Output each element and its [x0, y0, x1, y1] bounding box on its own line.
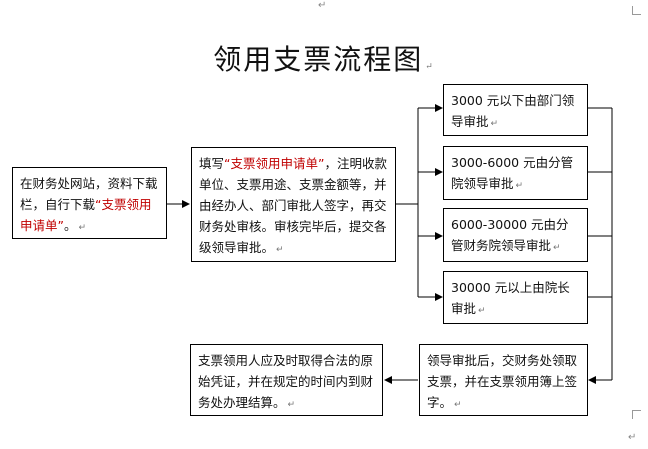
- step-collect-cheque: 领导审批后，交财务处领取支票，并在支票领用簿上签字。↵: [419, 344, 588, 416]
- step-download-form: 在财务处网站，资料下载栏，自行下载“支票领用申请单”。↵: [12, 167, 167, 239]
- approval-level-4: 30000 元以上由院长审批↵: [443, 271, 588, 324]
- paragraph-mark-bottom: ↵: [628, 432, 637, 443]
- approval-level-2: 3000-6000 元由分管院领导审批↵: [443, 146, 588, 200]
- approval-level-3: 6000-30000 元由分管财务院领导审批↵: [443, 208, 588, 262]
- crop-mark-bottom-right: [632, 410, 641, 419]
- approval-level-1: 3000 元以下由部门领导审批↵: [443, 84, 588, 136]
- step-fill-application: 填写“支票领用申请单”，注明收款单位、支票用途、支票金额等，并由经办人、部门审批…: [191, 147, 396, 262]
- step-settlement: 支票领用人应及时取得合法的原始凭证，并在规定的时间内到财务处办理结算。↵: [190, 344, 383, 416]
- paragraph-mark-top: ↵: [318, 0, 327, 11]
- page-title: 领用支票流程图↵: [213, 43, 435, 76]
- crop-mark-top-right: [632, 6, 641, 15]
